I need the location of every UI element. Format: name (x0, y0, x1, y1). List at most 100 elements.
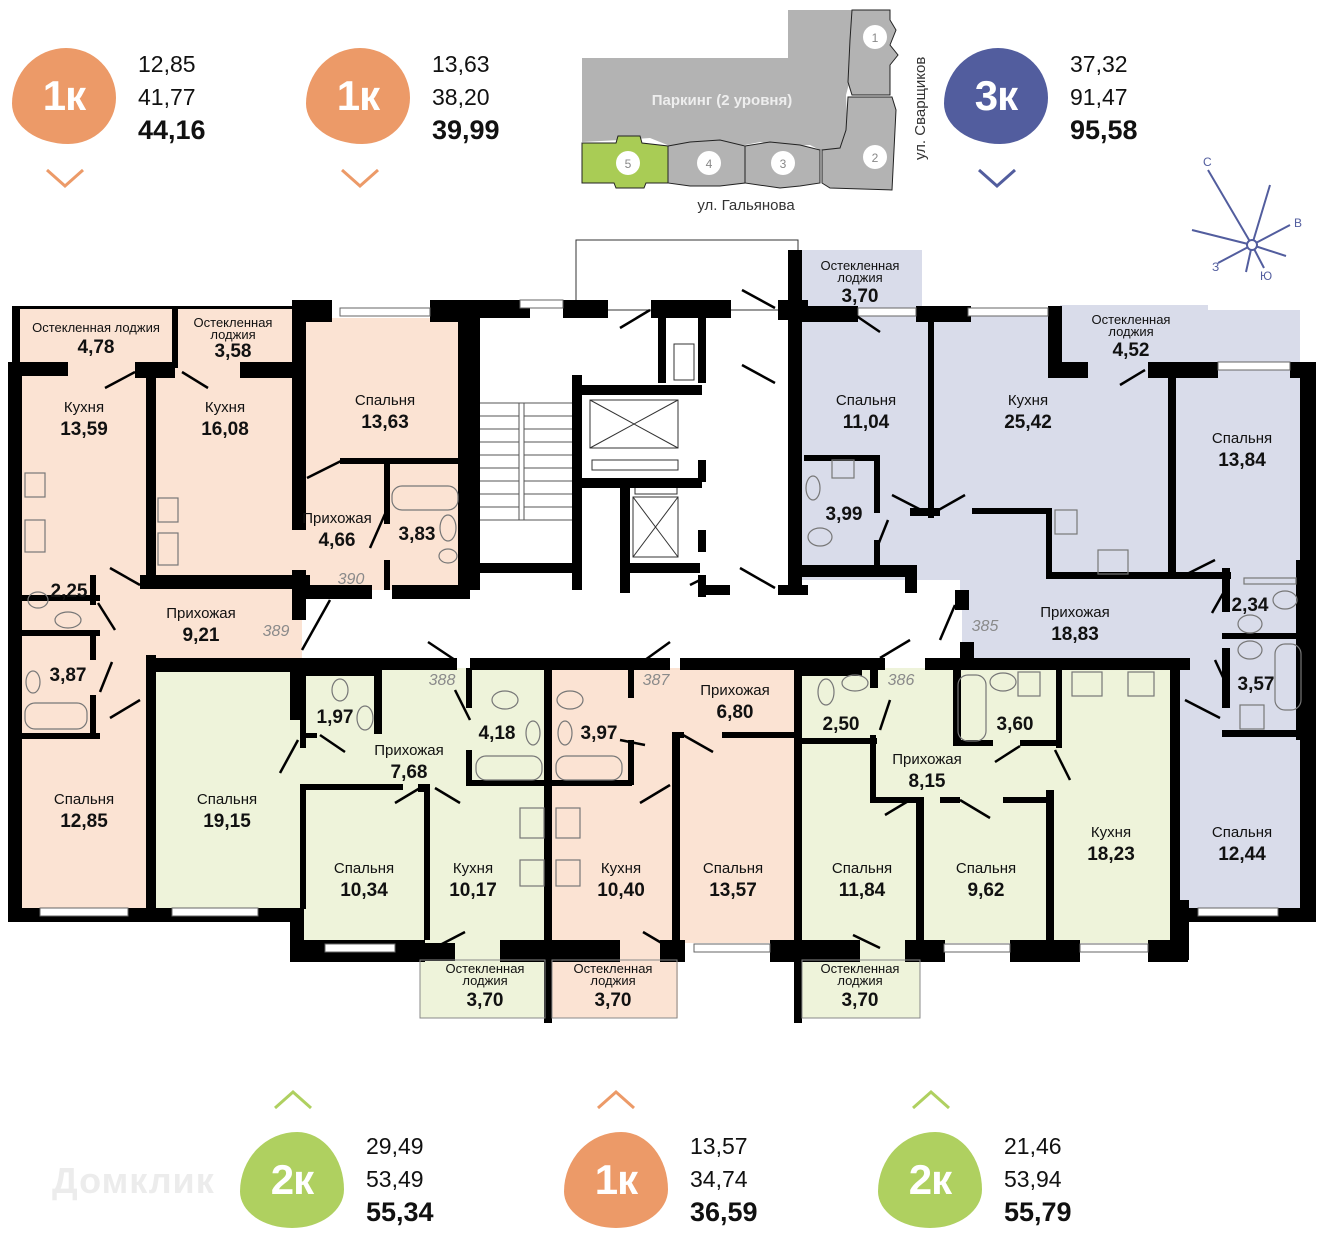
room-area: 10,17 (449, 880, 497, 901)
room-area: 3,58 (215, 341, 252, 362)
room-count-badge: 1к (564, 1132, 668, 1228)
apartment-number-390: 390 (338, 571, 365, 588)
room-count-badge: 3к (944, 48, 1048, 144)
apartment-387-labels: 3,97 Прихожая 6,80 Кухня 10,40 Спальня 1… (574, 682, 770, 1011)
room-area: 4,18 (479, 723, 516, 744)
chevron-up-icon[interactable] (596, 1088, 636, 1110)
room-name: Прихожая (892, 751, 962, 768)
sanitary-fixtures (24, 459, 1302, 887)
walls (8, 250, 1316, 1023)
site-section-2-label: 2 (872, 151, 879, 165)
street-bottom-label: ул. Гальянова (697, 197, 795, 214)
site-parking (582, 10, 852, 150)
room-area: 11,04 (843, 412, 890, 433)
apartment-number-388: 388 (429, 672, 456, 689)
room-name: Прихожая (166, 605, 236, 622)
site-section-3-label: 3 (780, 157, 787, 171)
street-right-label: ул. Сварщиков (912, 57, 929, 160)
room-name: Спальня (836, 392, 896, 409)
room-name: Кухня (453, 860, 493, 877)
room-area: 8,15 (909, 771, 946, 792)
total-area: 41,77 (138, 84, 196, 110)
site-section-5-label: 5 (625, 157, 632, 171)
apartment-386[interactable] (800, 668, 1175, 1018)
room-area: 1,97 (317, 707, 354, 728)
room-area: 12,85 (60, 811, 108, 832)
room-area: 3,70 (467, 990, 504, 1011)
room-area: 3,83 (399, 524, 436, 545)
site-parking-label: Паркинг (2 уровня) (652, 92, 793, 109)
room-area: 3,70 (595, 990, 632, 1011)
room-name: Спальня (956, 860, 1016, 877)
room-count-badge: 1к (12, 48, 116, 144)
room-name: Прихожая (700, 682, 770, 699)
room-count-badge: 1к (306, 48, 410, 144)
room-name: Спальня (832, 860, 892, 877)
room-area: 2,25 (51, 581, 88, 602)
room-area: 3,70 (842, 286, 879, 307)
room-area: 13,59 (60, 419, 108, 440)
total-area: 53,94 (1004, 1166, 1062, 1192)
room-area: 3,87 (50, 665, 87, 686)
total-area: 53,49 (366, 1166, 424, 1192)
chevron-down-icon[interactable] (340, 168, 380, 190)
area-with-balcony: 39,99 (432, 115, 500, 145)
room-name: Кухня (1091, 824, 1131, 841)
chevron-down-icon[interactable] (45, 168, 85, 190)
site-section-1-label: 1 (872, 31, 879, 45)
apartment-number-389: 389 (263, 623, 290, 640)
area-with-balcony: 44,16 (138, 115, 206, 145)
compass-south: Ю (1260, 269, 1272, 283)
building-core (302, 239, 962, 660)
chevron-up-icon[interactable] (911, 1088, 951, 1110)
room-area: 9,62 (968, 880, 1005, 901)
compass-west: З (1212, 260, 1219, 274)
room-name: Кухня (601, 860, 641, 877)
room-area: 25,42 (1004, 412, 1052, 433)
room-name: Остекленная лоджия (32, 320, 160, 335)
chevron-up-icon[interactable] (273, 1088, 313, 1110)
room-area: 13,63 (361, 412, 409, 433)
room-name: Прихожая (374, 742, 444, 759)
living-area: 29,49 (366, 1133, 424, 1159)
total-area: 34,74 (690, 1166, 748, 1192)
room-name: Спальня (355, 392, 415, 409)
domclick-watermark: Домклик (52, 1160, 215, 1201)
room-area: 11,84 (839, 880, 886, 901)
apartment-390[interactable] (150, 308, 464, 590)
living-area: 13,57 (690, 1133, 748, 1159)
room-area: 18,23 (1087, 844, 1135, 865)
area-with-balcony: 36,59 (690, 1197, 758, 1227)
room-area: 3,60 (997, 714, 1034, 735)
apartment-386-labels: 2,50 3,60 Прихожая 8,15 Спальня 11,84 Сп… (821, 714, 1135, 1011)
room-area: 2,50 (823, 714, 860, 735)
room-name: Спальня (703, 860, 763, 877)
site-plan: Паркинг (2 уровня) 1 2 3 4 5 ул. Гальяно… (581, 9, 929, 214)
chevron-down-icon[interactable] (977, 168, 1017, 190)
compass-rose-icon: С В Ю З (1191, 155, 1302, 283)
room-area: 19,15 (203, 811, 251, 832)
living-area: 21,46 (1004, 1133, 1062, 1159)
room-name: Спальня (1212, 430, 1272, 447)
total-area: 38,20 (432, 84, 490, 110)
apartment-number-385: 385 (972, 618, 999, 635)
site-section-4-label: 4 (706, 157, 713, 171)
site-section-markers: 1 2 3 4 5 (616, 25, 887, 175)
apartment-389[interactable] (18, 308, 306, 908)
apartment-number-387: 387 (643, 672, 671, 689)
room-name: Спальня (54, 791, 114, 808)
apartment-number-386: 386 (888, 672, 915, 689)
room-area: 12,44 (1218, 844, 1266, 865)
staircase (472, 402, 574, 521)
compass-north: С (1203, 155, 1212, 169)
room-area: 18,83 (1051, 624, 1099, 645)
room-area: 2,34 (1232, 595, 1269, 616)
site-section-1[interactable] (847, 9, 899, 96)
room-count-badge: 2к (878, 1132, 982, 1228)
